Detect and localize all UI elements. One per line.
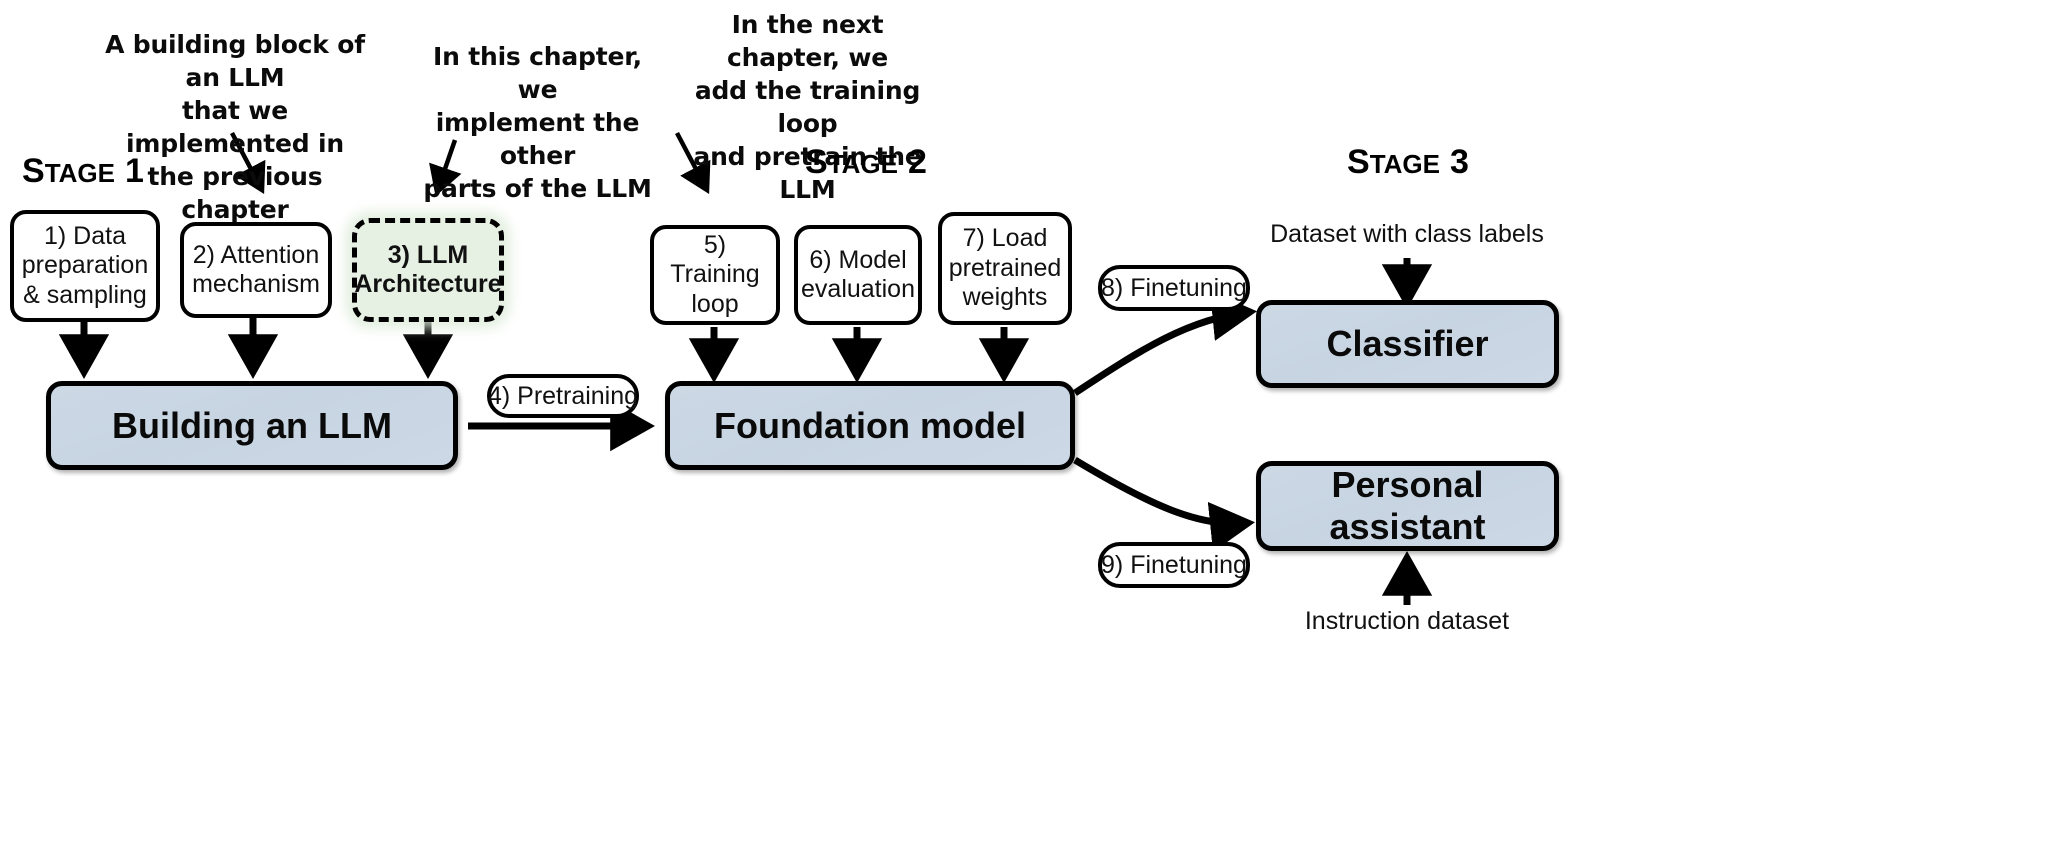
annotation-line: In the next chapter, we xyxy=(727,10,888,72)
step-box-2-attention-mechanism[interactable]: 2) Attention mechanism xyxy=(180,222,332,318)
step-line: 7) Load xyxy=(962,224,1048,253)
step-box-5-training-loop[interactable]: 5) Training loop xyxy=(650,225,780,325)
stage2-down-arrows xyxy=(688,327,1030,383)
step-box-1-data-preparation[interactable]: 1) Data preparation & sampling xyxy=(10,210,160,322)
foundation-to-classifier-arrow xyxy=(1073,290,1257,396)
step-box-3-llm-architecture[interactable]: 3) LLM Architecture xyxy=(352,218,504,322)
annotation-line: parts of the LLM xyxy=(423,174,652,203)
stage-1-initial: S xyxy=(22,152,45,190)
box-label: Classifier xyxy=(1326,323,1489,364)
annotation-line: In this chapter, we xyxy=(433,42,642,104)
stage-1-number: 1 xyxy=(124,152,144,190)
box-foundation-model[interactable]: Foundation model xyxy=(665,381,1075,470)
step-line: 6) Model xyxy=(809,245,907,274)
step-line: Architecture xyxy=(354,270,502,298)
stage-1-rest: TAGE xyxy=(44,158,115,188)
caption-instruction-dataset: Instruction dataset xyxy=(1257,607,1557,636)
annotation-line: A building block of an LLM xyxy=(105,30,365,92)
pill-label: 9) Finetuning xyxy=(1101,550,1247,579)
step-line: preparation xyxy=(21,251,149,280)
stage-3-heading: STAGE 3 xyxy=(1347,143,1469,182)
caption-text: Instruction dataset xyxy=(1304,607,1510,635)
box-label: Personal assistant xyxy=(1329,464,1486,547)
step-line: loop xyxy=(691,289,739,318)
pill-9-finetuning[interactable]: 9) Finetuning xyxy=(1098,542,1250,588)
step-box-6-model-evaluation[interactable]: 6) Model evaluation xyxy=(794,225,922,325)
caption-text: Dataset with class labels xyxy=(1270,220,1544,248)
box-personal-assistant[interactable]: Personal assistant xyxy=(1256,461,1559,551)
pill-4-pretraining[interactable]: 4) Pretraining xyxy=(487,374,639,418)
step-box-7-load-pretrained-weights[interactable]: 7) Load pretrained weights xyxy=(938,212,1072,325)
stage-2-initial: S xyxy=(805,143,828,181)
annotation-line: add the training loop xyxy=(694,76,921,138)
box-building-an-llm[interactable]: Building an LLM xyxy=(46,381,458,470)
stage-1-heading: STAGE 1 xyxy=(22,152,144,191)
box-label: Foundation model xyxy=(714,404,1026,446)
stage-2-number: 2 xyxy=(907,143,927,181)
foundation-to-assistant-arrow xyxy=(1073,456,1255,552)
step-line: 5) Training xyxy=(670,230,760,289)
pill-8-finetuning[interactable]: 8) Finetuning xyxy=(1098,265,1250,311)
pill-label: 8) Finetuning xyxy=(1101,273,1247,302)
annotation-line: the previous chapter xyxy=(147,162,323,224)
annotation-line: and pretrain the LLM xyxy=(693,142,922,204)
caption-dataset-with-class-labels: Dataset with class labels xyxy=(1257,220,1557,249)
stage-3-rest: TAGE xyxy=(1369,149,1440,179)
step-line: pretrained xyxy=(948,253,1062,282)
annotation-next-chapter: In the next chapter, we add the training… xyxy=(680,8,935,206)
box-label: Building an LLM xyxy=(112,404,392,446)
step-line: & sampling xyxy=(23,280,147,309)
annotation-previous-chapter: A building block of an LLM that we imple… xyxy=(90,28,380,226)
pill-label: 4) Pretraining xyxy=(487,381,639,410)
step-line: 1) Data xyxy=(44,221,126,250)
annotation-line: implement the other xyxy=(435,108,640,170)
step-line: 2) Attention xyxy=(192,240,320,269)
step-line: mechanism xyxy=(192,270,320,298)
stage1-down-arrows xyxy=(58,317,454,379)
stage-2-rest: TAGE xyxy=(827,149,898,179)
annotation-line: that we implemented in xyxy=(126,96,344,158)
box-classifier[interactable]: Classifier xyxy=(1256,300,1559,388)
annotation-this-chapter: In this chapter, we implement the other … xyxy=(415,40,660,205)
stage-2-heading: STAGE 2 xyxy=(805,143,927,182)
step-line: weights xyxy=(962,283,1048,312)
step-line: evaluation xyxy=(801,275,915,303)
stage-3-initial: S xyxy=(1347,143,1370,181)
step-line: 3) LLM xyxy=(387,240,469,269)
stage-3-number: 3 xyxy=(1449,143,1469,181)
